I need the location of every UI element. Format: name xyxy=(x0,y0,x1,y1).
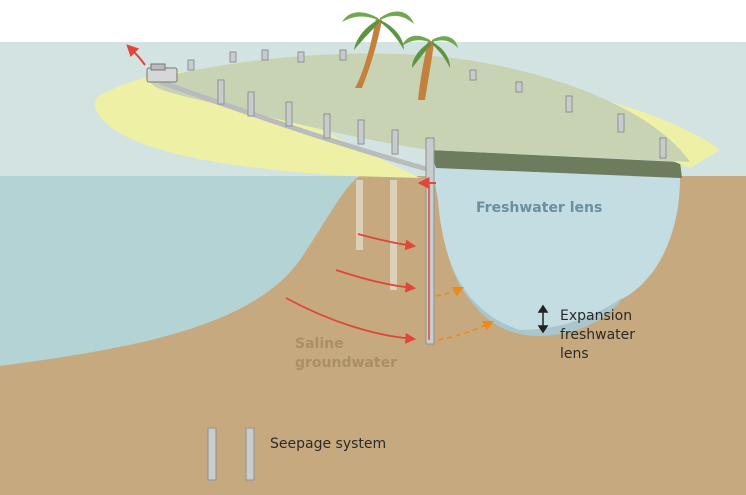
expansion-label-line3: lens xyxy=(560,346,589,362)
palm-tree-icon xyxy=(402,35,458,100)
island-dark-edge xyxy=(430,150,682,178)
expansion-label-line1: Expansion xyxy=(560,308,633,324)
well-posts xyxy=(187,49,667,159)
seepage-pipe xyxy=(425,137,435,345)
saline-arrows xyxy=(285,233,417,344)
pump-icon xyxy=(126,44,178,83)
double-arrow-icon xyxy=(537,304,549,334)
saline-label-line2: groundwater xyxy=(295,355,397,371)
saline-label-line1: Saline xyxy=(295,336,344,352)
beach-left xyxy=(95,71,421,178)
palm-tree-icon xyxy=(342,11,414,88)
legend-label: Seepage system xyxy=(270,436,387,452)
freshwater-arrows xyxy=(435,287,494,341)
island-ground xyxy=(150,53,690,162)
freshwater-lens-label: Freshwater lens xyxy=(476,200,603,216)
underground-shafts xyxy=(356,180,397,290)
expansion-label-line2: freshwater xyxy=(560,327,636,343)
legend-pipes xyxy=(207,427,255,481)
freshwater-lens xyxy=(432,168,680,330)
freshwater-lens-expansion xyxy=(448,258,622,336)
